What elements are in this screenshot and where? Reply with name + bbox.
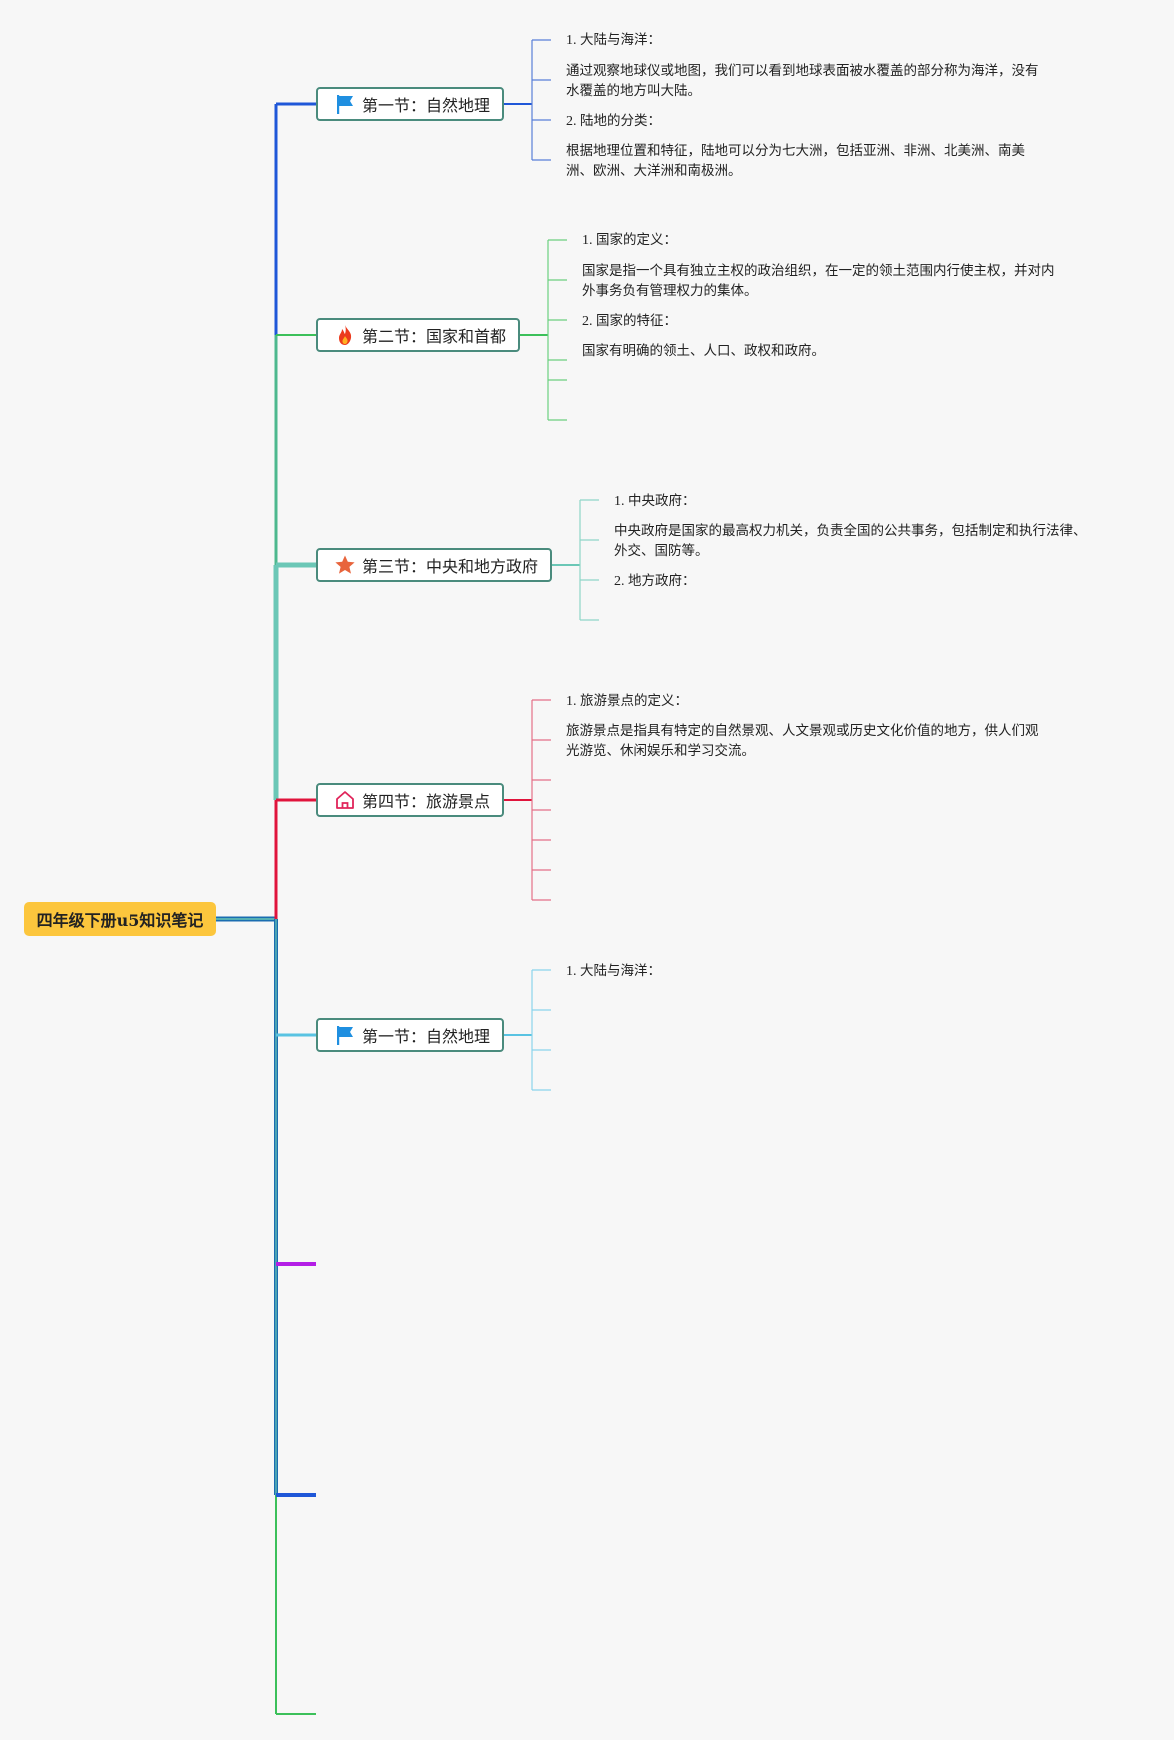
note-line: 光游览、休闲娱乐和学习交流。 bbox=[566, 743, 755, 759]
note-text: 国家的定义： bbox=[596, 232, 677, 248]
note-heading[interactable]: 2. 国家的特征： bbox=[582, 311, 677, 332]
flag-icon bbox=[334, 1024, 356, 1046]
note-text: 大陆与海洋： bbox=[580, 32, 661, 48]
note-line: 旅游景点是指具有特定的自然景观、人文景观或历史文化价值的地方，供人们观 bbox=[566, 723, 1039, 739]
note-body[interactable]: 国家是指一个具有独立主权的政治组织，在一定的领土范围内行使主权，并对内 外事务负… bbox=[582, 261, 1055, 301]
section-node-3[interactable]: 第三节：中央和地方政府 bbox=[316, 548, 553, 582]
note-line: 外交、国防等。 bbox=[614, 543, 709, 559]
root-topic-label: 四年级下册u5知识笔记 bbox=[36, 911, 204, 930]
section-node-5[interactable]: 第一节：自然地理 bbox=[316, 1018, 505, 1052]
note-heading[interactable]: 1. 国家的定义： bbox=[582, 230, 677, 251]
note-heading[interactable]: 1. 大陆与海洋： bbox=[566, 30, 661, 51]
section-label: 第三节：中央和地方政府 bbox=[362, 557, 539, 576]
star-icon bbox=[334, 554, 356, 576]
note-line: 洲、欧洲、大洋洲和南极洲。 bbox=[566, 163, 742, 179]
note-text: 中央政府： bbox=[628, 493, 696, 509]
note-text: 地方政府： bbox=[628, 573, 696, 589]
note-text: 旅游景点的定义： bbox=[580, 693, 688, 709]
note-number: 2. bbox=[614, 574, 625, 589]
note-line: 通过观察地球仪或地图，我们可以看到地球表面被水覆盖的部分称为海洋，没有 bbox=[566, 63, 1039, 79]
note-body[interactable]: 国家有明确的领土、人口、政权和政府。 bbox=[582, 341, 825, 361]
note-heading[interactable]: 1. 大陆与海洋： bbox=[566, 961, 661, 982]
note-number: 1. bbox=[614, 494, 625, 509]
note-line: 国家是指一个具有独立主权的政治组织，在一定的领土范围内行使主权，并对内 bbox=[582, 263, 1055, 279]
note-line: 中央政府是国家的最高权力机关，负责全国的公共事务，包括制定和执行法律、 bbox=[614, 523, 1087, 539]
section-node-2[interactable]: 第二节：国家和首都 bbox=[316, 318, 521, 352]
note-number: 2. bbox=[566, 114, 577, 129]
section-label: 第一节：自然地理 bbox=[362, 1027, 491, 1046]
section-node-1[interactable]: 第一节：自然地理 bbox=[316, 87, 505, 121]
note-heading[interactable]: 1. 中央政府： bbox=[614, 491, 696, 512]
note-heading[interactable]: 2. 地方政府： bbox=[614, 571, 696, 592]
note-line: 水覆盖的地方叫大陆。 bbox=[566, 83, 701, 99]
home-icon bbox=[334, 789, 356, 811]
note-heading[interactable]: 2. 陆地的分类： bbox=[566, 111, 661, 132]
note-body[interactable]: 中央政府是国家的最高权力机关，负责全国的公共事务，包括制定和执行法律、 外交、国… bbox=[614, 521, 1087, 561]
note-text: 陆地的分类： bbox=[580, 113, 661, 129]
note-body[interactable]: 旅游景点是指具有特定的自然景观、人文景观或历史文化价值的地方，供人们观 光游览、… bbox=[566, 721, 1039, 761]
section-label: 第一节：自然地理 bbox=[362, 96, 491, 115]
note-number: 2. bbox=[582, 314, 593, 329]
note-number: 1. bbox=[566, 694, 577, 709]
section-label: 第二节：国家和首都 bbox=[362, 327, 507, 346]
note-number: 1. bbox=[566, 964, 577, 979]
note-number: 1. bbox=[582, 233, 593, 248]
note-line: 根据地理位置和特征，陆地可以分为七大洲，包括亚洲、非洲、北美洲、南美 bbox=[566, 143, 1025, 159]
note-body[interactable]: 通过观察地球仪或地图，我们可以看到地球表面被水覆盖的部分称为海洋，没有 水覆盖的… bbox=[566, 61, 1039, 101]
flag-icon bbox=[334, 93, 356, 115]
section-node-4[interactable]: 第四节：旅游景点 bbox=[316, 783, 505, 817]
section-label: 第四节：旅游景点 bbox=[362, 792, 491, 811]
root-topic[interactable]: 四年级下册u5知识笔记 bbox=[24, 902, 216, 936]
note-text: 国家的特征： bbox=[596, 313, 677, 329]
fire-icon bbox=[334, 324, 356, 346]
note-number: 1. bbox=[566, 33, 577, 48]
note-line: 外事务负有管理权力的集体。 bbox=[582, 283, 758, 299]
note-body[interactable]: 根据地理位置和特征，陆地可以分为七大洲，包括亚洲、非洲、北美洲、南美 洲、欧洲、… bbox=[566, 141, 1025, 181]
note-heading[interactable]: 1. 旅游景点的定义： bbox=[566, 691, 688, 712]
note-text: 大陆与海洋： bbox=[580, 963, 661, 979]
note-line: 国家有明确的领土、人口、政权和政府。 bbox=[582, 343, 825, 359]
